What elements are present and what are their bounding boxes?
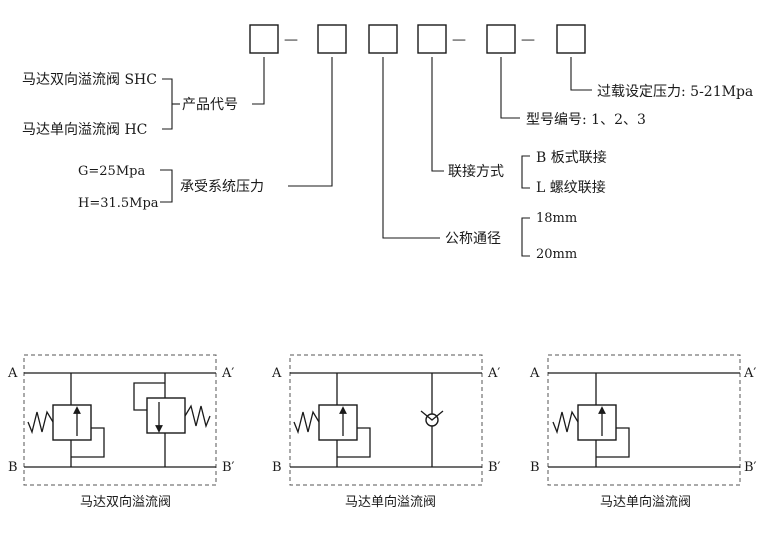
model-title: 型号编号: 1、2、3 <box>526 112 646 128</box>
connection-leader <box>431 57 530 189</box>
code-dash-1: — <box>284 32 298 48</box>
schematic-caption: 马达双向溢流阀 <box>80 494 171 510</box>
spring-icon <box>293 410 320 435</box>
code-box-2 <box>317 24 347 54</box>
spring-icon <box>27 410 54 435</box>
port-a: A <box>529 366 540 381</box>
port-a-prime: A′ <box>221 366 234 381</box>
label-thread: L 螺纹联接 <box>536 179 606 196</box>
connection-title: 联接方式 <box>448 163 504 180</box>
overload-title: 过载设定压力: 5-21Mpa <box>597 84 753 100</box>
schematic-caption: 马达单向溢流阀 <box>345 494 436 510</box>
schematic-caption: 马达单向溢流阀 <box>600 494 691 510</box>
label-plate: B 板式联接 <box>536 149 607 166</box>
port-b-prime: B′ <box>488 460 501 475</box>
port-b: B <box>272 460 282 475</box>
code-box-4 <box>417 24 447 54</box>
schematic-bidirectional: A A′ B B′ 马达双向溢流阀 <box>7 354 235 510</box>
relief-valve-symbol <box>52 404 92 441</box>
port-a-prime: A′ <box>743 366 756 381</box>
relief-valve-symbol <box>577 404 617 441</box>
label-h-pressure: H=31.5Mpa <box>78 196 159 211</box>
code-box-6 <box>556 24 586 54</box>
schematic-unidirectional-check: A A′ B B′ 马达单向溢流阀 <box>271 354 501 510</box>
code-boxes: — — — <box>249 24 586 54</box>
port-a-prime: A′ <box>487 366 500 381</box>
relief-valve-symbol <box>146 397 186 434</box>
schematic-unidirectional: A A′ B B′ 马达单向溢流阀 <box>529 354 757 510</box>
product-code-title: 产品代号 <box>182 97 238 113</box>
label-g-pressure: G=25Mpa <box>78 164 145 179</box>
pressure-title: 承受系统压力 <box>180 179 264 195</box>
port-b: B <box>8 460 18 475</box>
port-b-prime: B′ <box>744 460 757 475</box>
code-box-1 <box>249 24 279 54</box>
overload-leader <box>570 57 592 91</box>
label-bore-20: 20mm <box>536 247 577 262</box>
nominal-title: 公称通径 <box>445 231 501 247</box>
label-bore-18: 18mm <box>536 211 577 226</box>
relief-valve-symbol <box>318 404 358 441</box>
product-code-leader <box>162 57 265 130</box>
port-b: B <box>530 460 540 475</box>
label-shc: 马达双向溢流阀 SHC <box>22 72 157 88</box>
port-a: A <box>7 366 18 381</box>
model-leader <box>500 57 520 119</box>
spring-icon <box>184 404 211 429</box>
nominal-leader <box>382 57 530 257</box>
code-box-5 <box>486 24 516 54</box>
port-a: A <box>271 366 282 381</box>
port-b-prime: B′ <box>222 460 235 475</box>
code-dash-2: — <box>452 32 466 48</box>
code-box-3 <box>368 24 398 54</box>
pressure-leader <box>160 57 333 203</box>
code-dash-3: — <box>521 32 535 48</box>
label-hc: 马达单向溢流阀 HC <box>22 122 147 138</box>
spring-icon <box>552 410 579 435</box>
